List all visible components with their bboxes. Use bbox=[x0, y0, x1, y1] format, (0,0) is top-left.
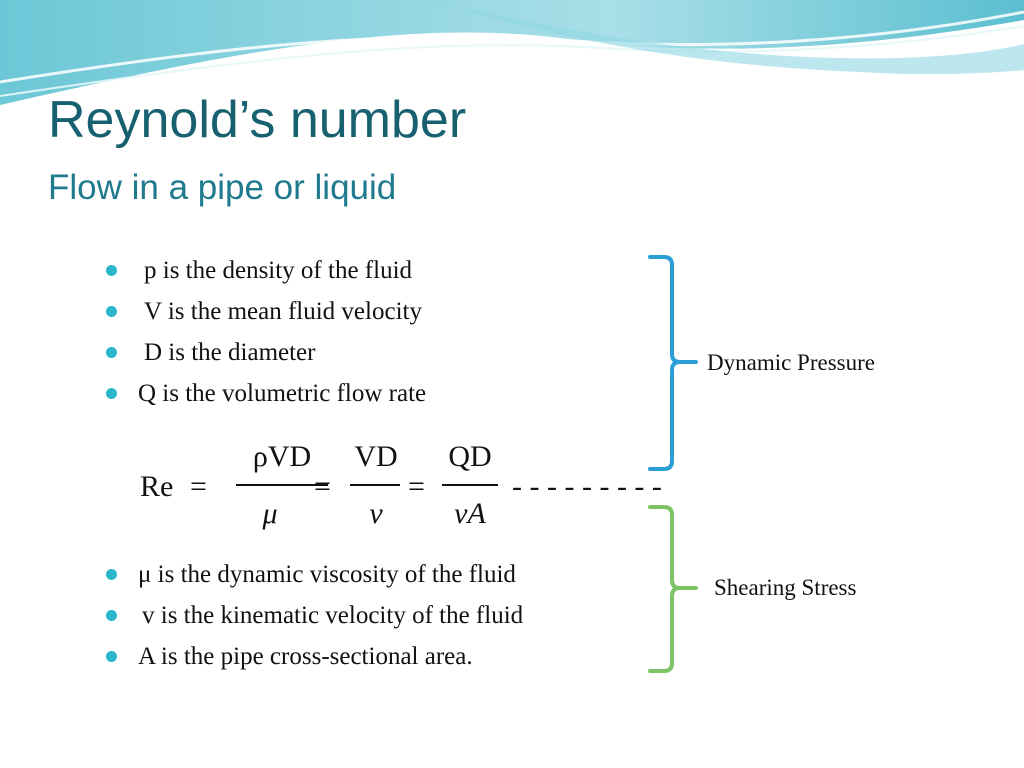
list-item: p is the density of the fluid bbox=[106, 250, 426, 291]
right-curly-brace-icon bbox=[648, 505, 698, 673]
round-bullet-icon bbox=[106, 388, 117, 399]
round-bullet-icon bbox=[106, 265, 117, 276]
formula-equals-3: = bbox=[408, 470, 425, 503]
formula-equals-1: = bbox=[190, 470, 207, 503]
formula-lhs: Re bbox=[140, 470, 173, 503]
list-item-text: V is the mean fluid velocity bbox=[144, 298, 422, 325]
slide-subtitle: Flow in a pipe or liquid bbox=[48, 168, 397, 207]
right-curly-brace-icon bbox=[648, 255, 698, 471]
list-item-text: Q is the volumetric flow rate bbox=[138, 380, 427, 407]
list-item: V is the mean fluid velocity bbox=[106, 291, 426, 332]
list-item: μ is the dynamic viscosity of the fluid bbox=[106, 554, 523, 595]
formula-dashes: - - - - - - - - - bbox=[512, 470, 662, 503]
list-item: v is the kinematic velocity of the fluid bbox=[106, 595, 523, 636]
list-item: A is the pipe cross-sectional area. bbox=[106, 636, 523, 677]
list-item-text: A is the pipe cross-sectional area. bbox=[138, 643, 473, 670]
fraction-1-denominator: μ bbox=[261, 497, 277, 530]
round-bullet-icon bbox=[106, 610, 117, 621]
fraction-3-numerator: QD bbox=[448, 440, 491, 473]
fraction-2-numerator: VD bbox=[354, 440, 397, 473]
reynolds-number-formula: Re = ρVD μ = VD ν = QD νA - - - - - - - … bbox=[140, 440, 662, 530]
list-item-text: v is the kinematic velocity of the fluid bbox=[142, 602, 524, 629]
shearing-stress-label: Shearing Stress bbox=[714, 575, 857, 600]
slide-title: Reynold’s number bbox=[48, 91, 467, 149]
round-bullet-icon bbox=[106, 651, 117, 662]
fraction-2-denominator: ν bbox=[369, 497, 383, 530]
bottom-bullet-list: μ is the dynamic viscosity of the fluid … bbox=[106, 554, 523, 677]
list-item-text: μ is the dynamic viscosity of the fluid bbox=[138, 561, 516, 588]
header-wave-decoration bbox=[0, 0, 1024, 105]
round-bullet-icon bbox=[106, 347, 117, 358]
dynamic-pressure-label: Dynamic Pressure bbox=[707, 350, 875, 375]
fraction-1-numerator: ρVD bbox=[253, 440, 311, 473]
list-item: Q is the volumetric flow rate bbox=[106, 373, 426, 414]
round-bullet-icon bbox=[106, 569, 117, 580]
top-bullet-list: p is the density of the fluid V is the m… bbox=[106, 250, 426, 414]
list-item-text: p is the density of the fluid bbox=[144, 257, 413, 284]
formula-equals-2: = bbox=[314, 470, 331, 503]
list-item-text: D is the diameter bbox=[144, 339, 316, 366]
round-bullet-icon bbox=[106, 306, 117, 317]
fraction-3-denominator: νA bbox=[454, 497, 486, 530]
list-item: D is the diameter bbox=[106, 332, 426, 373]
